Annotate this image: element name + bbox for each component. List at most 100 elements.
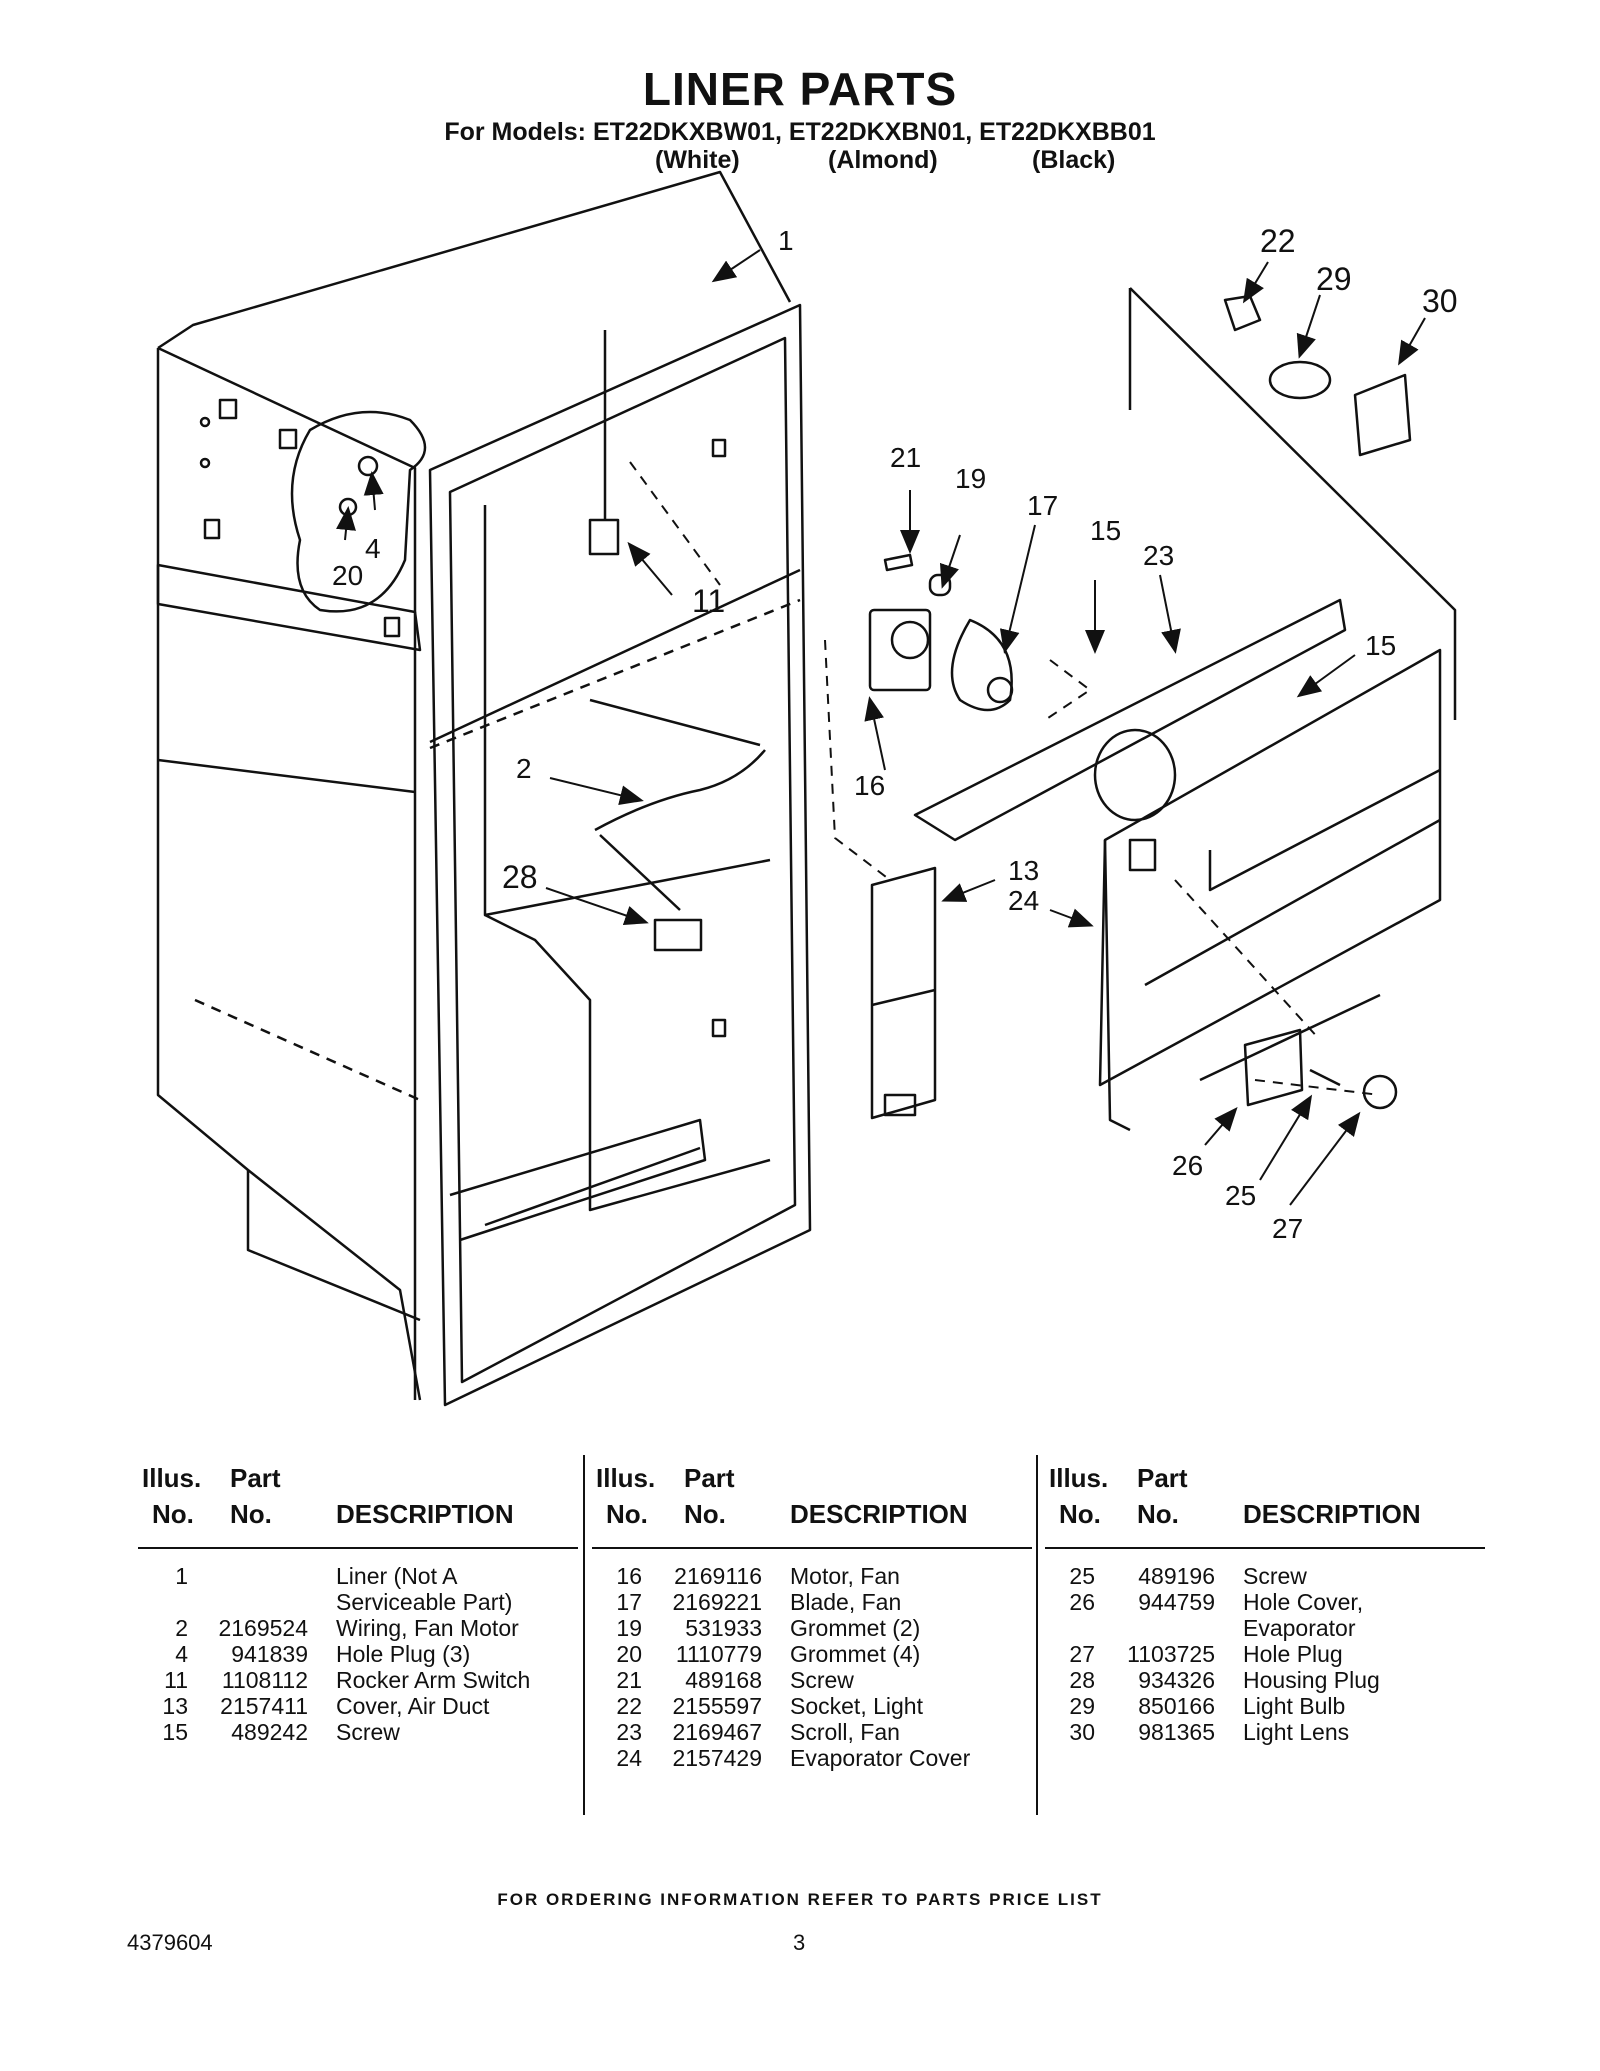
- table-row: 28 934326 Housing Plug: [1045, 1667, 1485, 1693]
- table-row: 26 944759 Hole Cover,: [1045, 1589, 1485, 1615]
- illus-no-cell: 20: [616, 1641, 642, 1667]
- part-no-cell: 2169116: [674, 1563, 762, 1589]
- part-no-cell: 489242: [231, 1719, 308, 1745]
- description-cell: Hole Plug: [1243, 1641, 1343, 1667]
- light-assembly-drawing: [1128, 287, 1457, 720]
- callout-22: 22: [1260, 223, 1296, 259]
- illus-no-cell: 26: [1069, 1589, 1095, 1615]
- callout-1: 1: [778, 225, 794, 256]
- part-header: Part: [1137, 1463, 1188, 1493]
- part-no-cell: 850166: [1138, 1693, 1215, 1719]
- callout-16: 16: [854, 770, 885, 801]
- callout-11: 11: [692, 583, 725, 619]
- description-cell: Scroll, Fan: [790, 1719, 900, 1745]
- part-no-cell: 2169221: [672, 1589, 762, 1615]
- illus-no-cell: 23: [616, 1719, 642, 1745]
- description-cell: Screw: [790, 1667, 854, 1693]
- exploded-parts-diagram: 1 2 4 11 13 15 15 16 17 19 20 21 22 23 2…: [156, 170, 1458, 1407]
- liner-drawing: [156, 170, 812, 1407]
- part-no-cell: 934326: [1138, 1667, 1215, 1693]
- callout-21: 21: [890, 442, 921, 473]
- table-row: 23 2169467 Scroll, Fan: [592, 1719, 1032, 1745]
- illus-no-cell: 16: [616, 1563, 642, 1589]
- callout-24: 24: [1008, 885, 1039, 916]
- illus-header: Illus.: [142, 1463, 202, 1493]
- part-header: Part: [684, 1463, 735, 1493]
- callout-23: 23: [1143, 540, 1174, 571]
- part-no-cell: 941839: [231, 1641, 308, 1667]
- part-header: Part: [230, 1463, 281, 1493]
- callout-29: 29: [1316, 261, 1352, 297]
- models-line: For Models: ET22DKXBW01, ET22DKXBN01, ET…: [444, 118, 1156, 146]
- description-cell: Liner (Not A: [336, 1563, 458, 1589]
- description-cell: Screw: [336, 1719, 400, 1745]
- description-cell: Grommet (2): [790, 1615, 921, 1641]
- table-row: Serviceable Part): [138, 1589, 578, 1615]
- evaporator-cover-drawing: [870, 598, 1442, 1132]
- description-header: DESCRIPTION: [1243, 1499, 1421, 1529]
- description-cell: Evaporator Cover: [790, 1745, 971, 1771]
- part-no-header: No.: [684, 1499, 726, 1529]
- illus-no-header: No.: [152, 1499, 194, 1529]
- callout-15b: 15: [1365, 630, 1396, 661]
- part-no-cell: 2157411: [220, 1693, 308, 1719]
- table-row: Evaporator: [1045, 1615, 1485, 1641]
- table-header: Illus. No. Part No. DESCRIPTION: [1045, 1455, 1485, 1549]
- description-cell: Cover, Air Duct: [336, 1693, 490, 1719]
- table-header: Illus. No. Part No. DESCRIPTION: [138, 1455, 578, 1549]
- callout-28: 28: [502, 859, 538, 895]
- description-header: DESCRIPTION: [790, 1499, 968, 1529]
- column-divider: [583, 1455, 585, 1815]
- fan-assembly-drawing: [868, 553, 1014, 712]
- table-header: Illus. No. Part No. DESCRIPTION: [592, 1455, 1032, 1549]
- part-no-cell: 944759: [1138, 1589, 1215, 1615]
- part-no-cell: 1108112: [221, 1667, 308, 1693]
- part-no-cell: 489168: [685, 1667, 762, 1693]
- illus-no-cell: 15: [162, 1719, 188, 1745]
- part-no-header: No.: [1137, 1499, 1179, 1529]
- document-number: 4379604: [127, 1930, 213, 1955]
- table-row: 15 489242 Screw: [138, 1719, 578, 1745]
- illus-no-cell: 17: [616, 1589, 642, 1615]
- callout-25: 25: [1225, 1180, 1256, 1211]
- page-number: 3: [793, 1930, 806, 1955]
- description-cell: Hole Plug (3): [336, 1641, 471, 1667]
- description-cell: Wiring, Fan Motor: [336, 1615, 519, 1641]
- page-title: LINER PARTS: [642, 63, 958, 115]
- parts-column-2: Illus. No. Part No. DESCRIPTION 16 216911…: [592, 1455, 1032, 1771]
- description-cell: Light Bulb: [1243, 1693, 1346, 1719]
- description-cell: Grommet (4): [790, 1641, 921, 1667]
- description-cell: Serviceable Part): [336, 1589, 513, 1615]
- description-cell: Hole Cover,: [1243, 1589, 1364, 1615]
- part-no-cell: 2155597: [672, 1693, 762, 1719]
- callout-19: 19: [955, 463, 986, 494]
- color-almond: (Almond): [828, 146, 938, 174]
- illus-no-cell: 21: [616, 1667, 642, 1693]
- part-no-header: No.: [230, 1499, 272, 1529]
- description-cell: Housing Plug: [1243, 1667, 1380, 1693]
- illus-no-cell: 2: [175, 1615, 188, 1641]
- description-cell: Light Lens: [1243, 1719, 1350, 1745]
- illus-no-cell: 28: [1069, 1667, 1095, 1693]
- part-no-cell: 2169524: [218, 1615, 308, 1641]
- part-no-cell: 2157429: [672, 1745, 762, 1771]
- part-no-cell: 2169467: [672, 1719, 762, 1745]
- table-row: 2 2169524 Wiring, Fan Motor: [138, 1615, 578, 1641]
- description-cell: Evaporator: [1243, 1615, 1356, 1641]
- callout-arrows: [336, 249, 1426, 1206]
- illus-no-cell: 22: [616, 1693, 642, 1719]
- callout-20: 20: [332, 560, 363, 591]
